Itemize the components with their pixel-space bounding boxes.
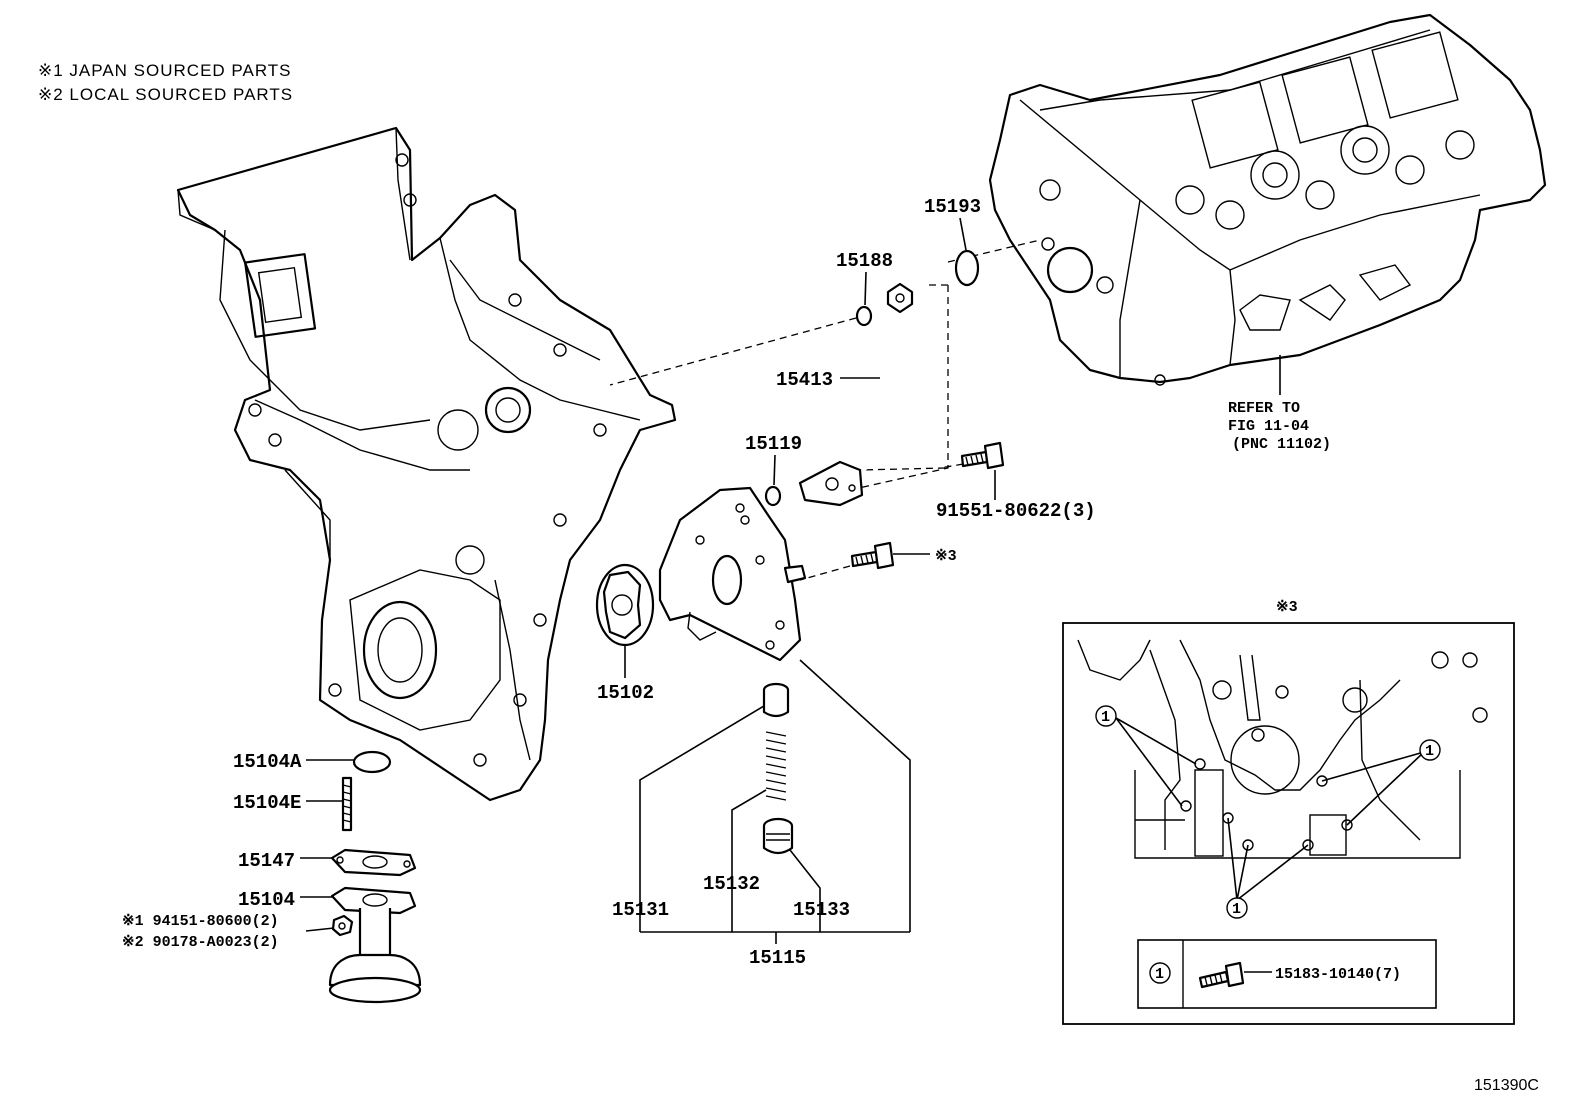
timing-chain-cover-drawing bbox=[176, 126, 677, 802]
leader-15188 bbox=[864, 271, 867, 306]
inset-callout-lines bbox=[1115, 717, 1425, 901]
gasket-15104a bbox=[352, 750, 392, 774]
label-15104: 15104 bbox=[238, 889, 295, 911]
leader-nut bbox=[305, 927, 335, 932]
label-15147: 15147 bbox=[238, 850, 295, 872]
label-15193: 15193 bbox=[924, 196, 981, 218]
plug-15133 bbox=[762, 817, 794, 855]
nut-94151 bbox=[331, 914, 354, 937]
legend-key-text: 1 bbox=[1155, 966, 1164, 983]
o-ring-15188 bbox=[855, 305, 873, 327]
inset-callout-marker-left: 1 bbox=[1095, 705, 1117, 727]
label-15104a: 15104A bbox=[233, 751, 302, 773]
label-90178: ※2 90178-A0023(2) bbox=[122, 934, 279, 951]
bolt-91551 bbox=[960, 441, 1005, 470]
label-15133: 15133 bbox=[793, 899, 850, 921]
refer-line1: REFER TO bbox=[1228, 400, 1300, 417]
label-15132: 15132 bbox=[703, 873, 760, 895]
gasket-15147 bbox=[330, 848, 417, 877]
figure-id: 151390C bbox=[1474, 1077, 1539, 1094]
stud-15104e bbox=[341, 776, 353, 832]
label-15188: 15188 bbox=[836, 250, 893, 272]
inset-callout-marker-bottom: 1 bbox=[1226, 897, 1248, 919]
legend-part-number: 15183-10140(7) bbox=[1275, 966, 1401, 983]
bolt-ref3 bbox=[850, 541, 895, 570]
cylinder-head-drawing bbox=[988, 13, 1547, 386]
leader-15193 bbox=[959, 217, 967, 251]
inset-callout-marker-right: 1 bbox=[1419, 739, 1441, 761]
refer-line2: FIG 11-04 bbox=[1228, 418, 1309, 435]
o-ring-15119 bbox=[764, 485, 782, 507]
relief-valve-15131 bbox=[762, 682, 790, 718]
label-15104e: 15104E bbox=[233, 792, 301, 814]
strainer-15104 bbox=[328, 886, 422, 1004]
leader-15119 bbox=[773, 454, 776, 486]
inset-title: ※3 bbox=[1276, 599, 1298, 616]
inset-frame bbox=[1062, 622, 1515, 1025]
label-ref3: ※3 bbox=[935, 548, 957, 565]
callout-left-text: 1 bbox=[1101, 709, 1110, 726]
note-local-sourced: ※2 LOCAL SOURCED PARTS bbox=[38, 85, 293, 104]
label-15119: 15119 bbox=[745, 433, 802, 455]
label-15131: 15131 bbox=[612, 899, 669, 921]
inset-legend-box bbox=[1137, 939, 1437, 1009]
label-15413: 15413 bbox=[776, 369, 833, 391]
spring-15132 bbox=[765, 731, 787, 801]
oil-pipe-15413 bbox=[798, 282, 914, 507]
label-15102: 15102 bbox=[597, 682, 654, 704]
refer-line3: (PNC 11102) bbox=[1232, 436, 1331, 453]
pump-assembly-brackets bbox=[639, 659, 911, 944]
dashed-assembly-lines bbox=[609, 239, 1041, 581]
label-91551: 91551-80622(3) bbox=[936, 500, 1096, 522]
label-15115: 15115 bbox=[749, 947, 806, 969]
inset-block-drawing bbox=[1077, 639, 1488, 859]
callout-bottom-text: 1 bbox=[1232, 901, 1241, 918]
callout-right-text: 1 bbox=[1425, 743, 1434, 760]
note-japan-sourced: ※1 JAPAN SOURCED PARTS bbox=[38, 61, 292, 80]
oil-pump-body bbox=[658, 486, 807, 662]
legend-callout-marker bbox=[1149, 962, 1171, 984]
seal-ring-15193 bbox=[954, 249, 980, 287]
oil-pump-rotor-15102 bbox=[595, 563, 655, 647]
legend-bolt-icon bbox=[1198, 961, 1245, 989]
label-94151: ※1 94151-80600(2) bbox=[122, 913, 279, 930]
